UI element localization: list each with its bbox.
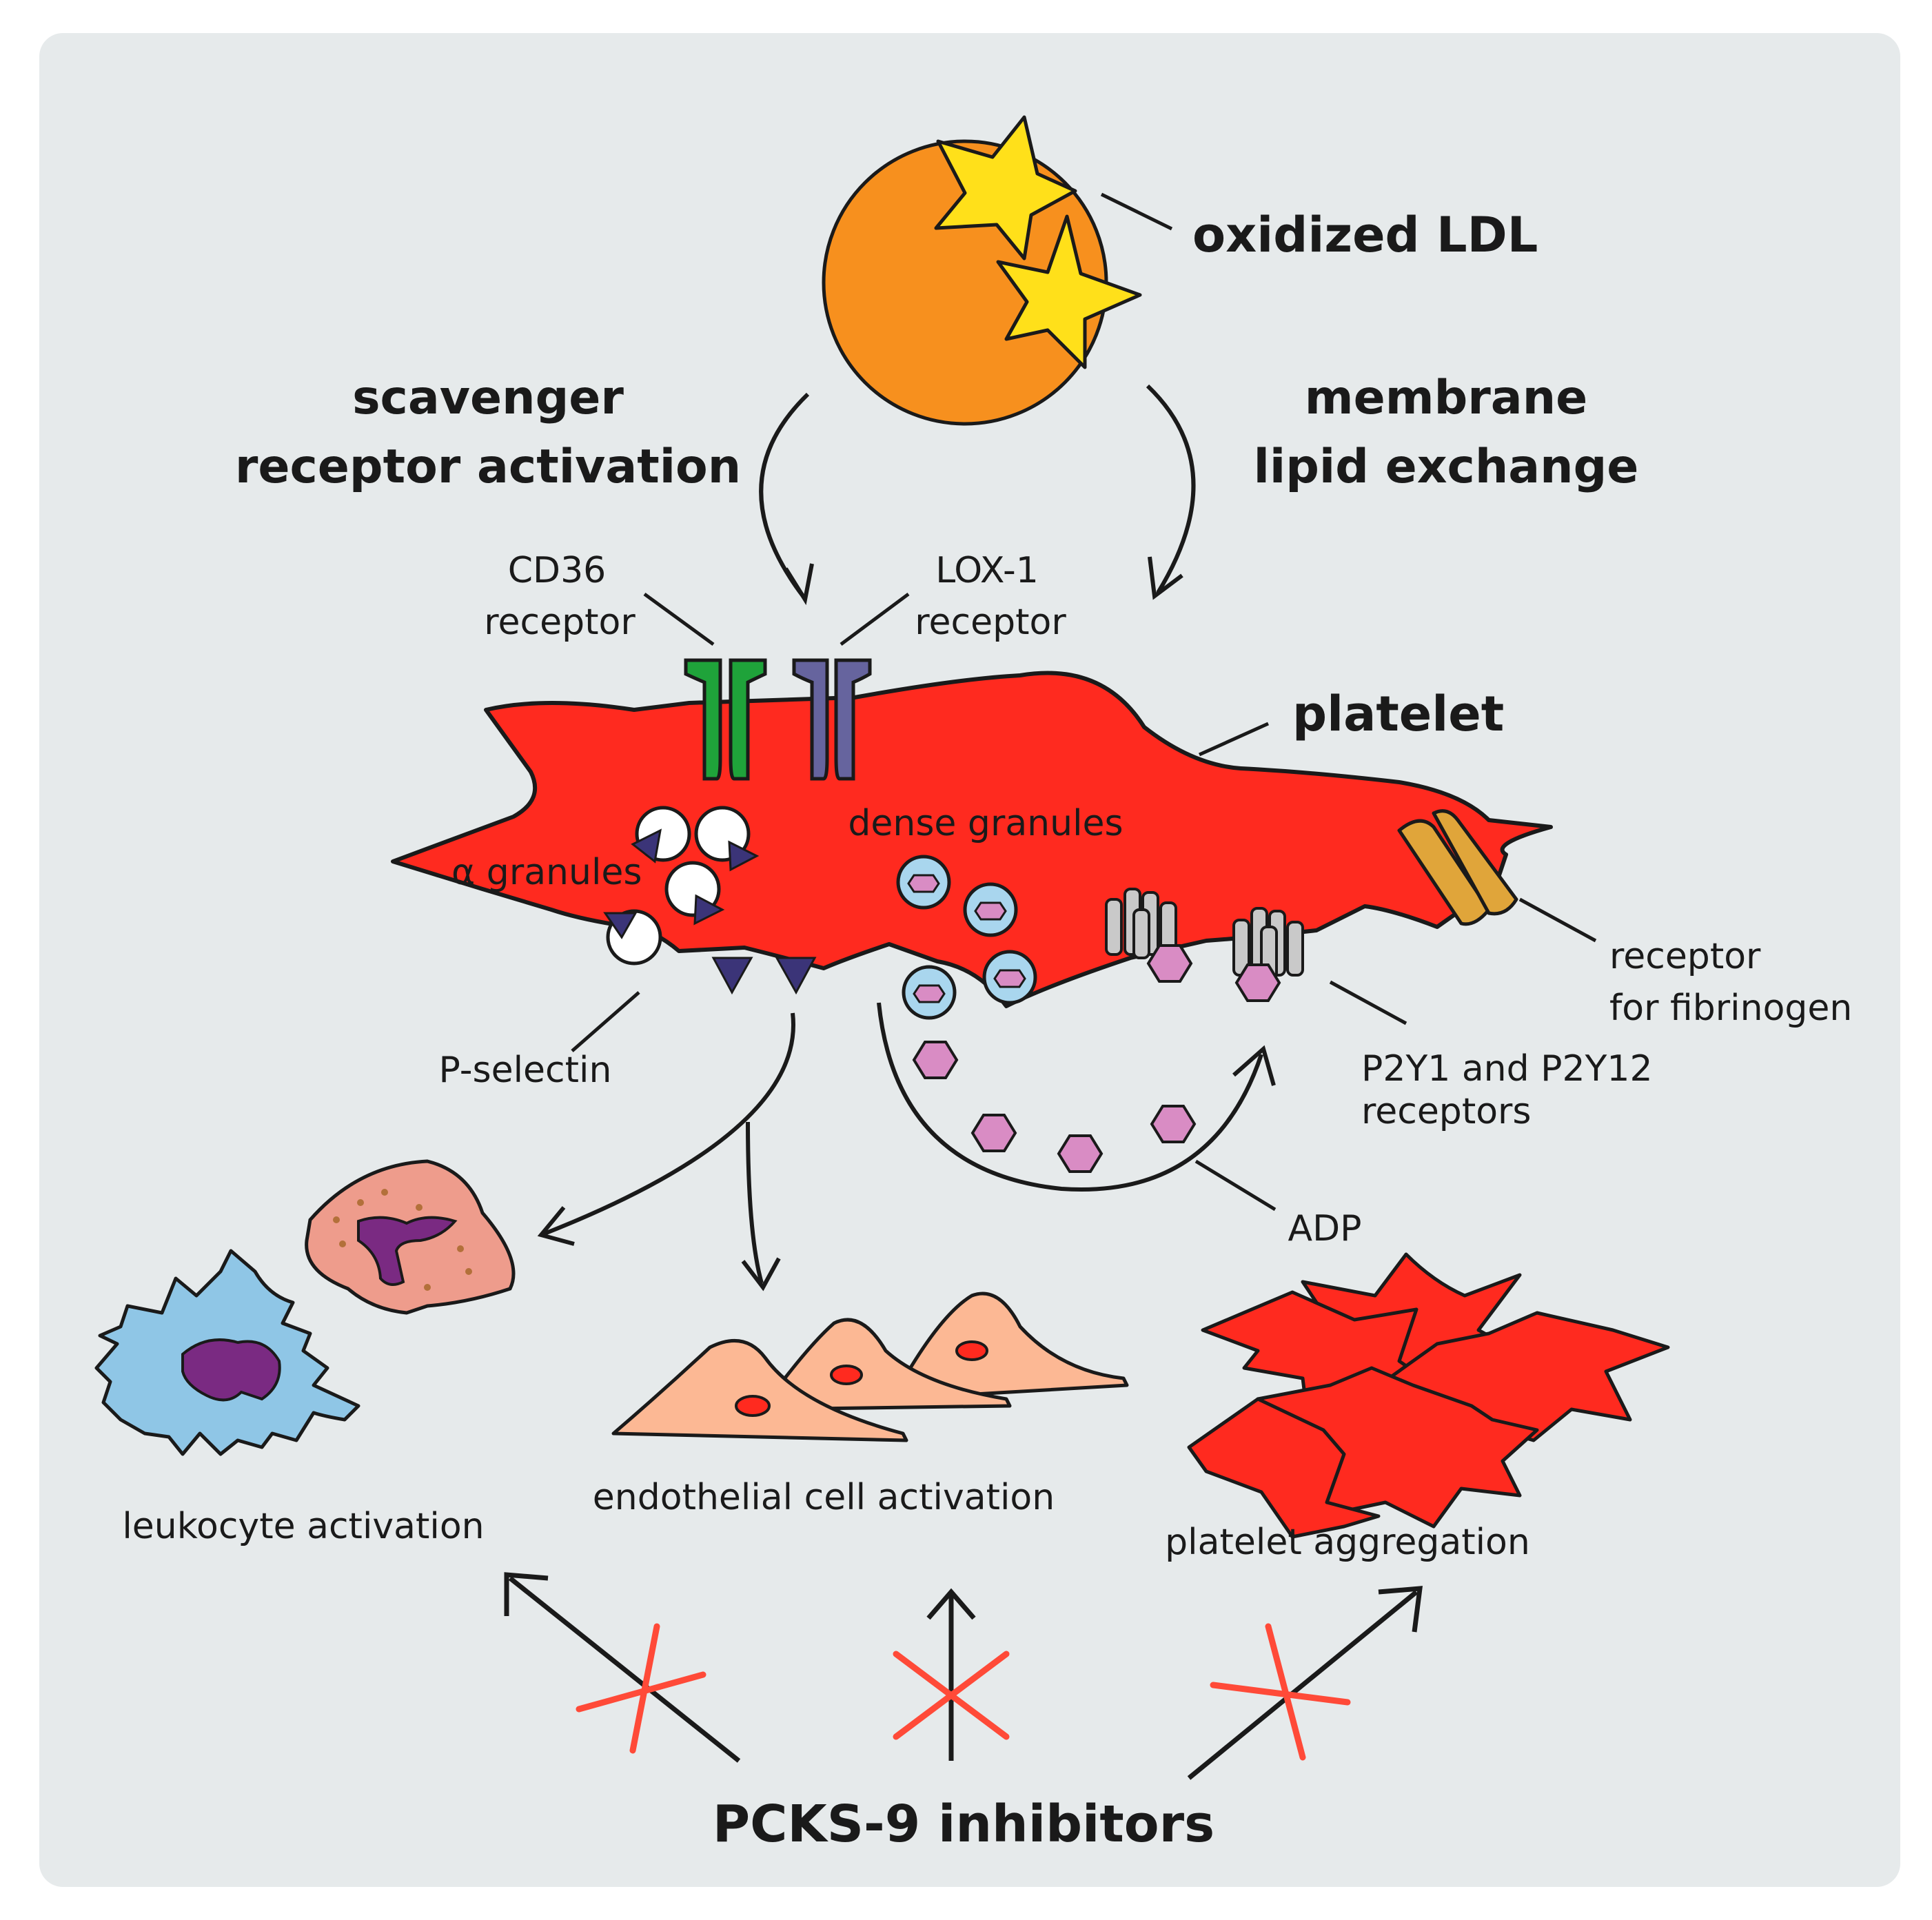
p2y-receptor-icon: [1105, 888, 1177, 959]
scavenger-arrow: [759, 392, 810, 598]
membrane-label-line2: lipid exchange: [1254, 440, 1639, 494]
leukocyte-cell: [94, 1249, 360, 1456]
endothelial-cells: [611, 1291, 1129, 1442]
adp-icon: [1234, 963, 1281, 1002]
platelet-leader-line: [1198, 722, 1270, 757]
inhibitors-label: PCKS-9 inhibitors: [713, 1795, 1214, 1854]
p-selectin-icon: [711, 957, 753, 995]
oxidation-star-icon: [996, 214, 1142, 369]
p-selectin-label: P-selectin: [439, 1050, 612, 1091]
cd36-label-line2: receptor: [484, 602, 635, 643]
oxidation-star-icon: [934, 115, 1077, 261]
ldl-leader-line: [1100, 192, 1173, 231]
fibrinogen-leader-line: [1518, 897, 1597, 943]
leukocyte-activation-label: leukocyte activation: [122, 1506, 484, 1547]
to-endothelium-arrow: [746, 1121, 764, 1284]
p-selectin-leader-line: [571, 991, 640, 1052]
scavenger-label-line2: receptor activation: [235, 440, 741, 494]
cd36-receptor-icon: [684, 658, 767, 781]
adp-leader-line: [1194, 1159, 1277, 1212]
block-x-icon: [576, 1623, 706, 1754]
monocyte-cell: [305, 1159, 516, 1315]
fibrinogen-label-line2: for fibrinogen: [1609, 988, 1852, 1029]
endothelial-activation-label: endothelial cell activation: [593, 1477, 1055, 1518]
platelet-aggregation-label: platelet aggregation: [1165, 1522, 1530, 1563]
to-endothelium-arrowhead-icon: [741, 1257, 781, 1291]
p2y-label-line2: receptors: [1361, 1091, 1532, 1132]
lox1-receptor-icon: [792, 658, 872, 781]
dense-granules: [896, 855, 1037, 1020]
fibrinogen-label-line1: receptor: [1609, 936, 1761, 977]
lox1-label-line1: LOX-1: [935, 550, 1039, 591]
membrane-label-line1: membrane: [1305, 371, 1587, 425]
block-x-icon: [1210, 1623, 1351, 1761]
cd36-label-line1: CD36: [508, 550, 607, 591]
p2y-label-line1: P2Y1 and P2Y12: [1361, 1048, 1653, 1090]
inhibitor-arrowhead-icon: [504, 1572, 549, 1616]
alpha-granules-label: α granules: [451, 852, 642, 893]
platelet-aggregate: [1187, 1252, 1670, 1539]
membrane-arrowhead-icon: [1148, 556, 1183, 600]
platelet-label: platelet: [1292, 686, 1504, 742]
to-leukocyte-arrowhead-icon: [537, 1206, 575, 1246]
scavenger-label-line1: scavenger: [352, 371, 624, 425]
lox1-leader-line: [840, 592, 910, 646]
adp-icon: [1146, 944, 1193, 983]
inhibitor-arrow-aggregation: [1187, 1590, 1419, 1780]
fibrinogen-receptor-icon: [1397, 809, 1518, 926]
oxidized-ldl-label: oxidized LDL: [1192, 207, 1538, 263]
p2y-leader-line: [1329, 980, 1407, 1025]
inhibitor-arrow-leukocyte: [508, 1576, 741, 1763]
released-adp: [912, 1041, 1197, 1173]
adp-loop-arrowhead-icon: [1232, 1045, 1276, 1086]
oxidized-ldl-particle: [822, 115, 1142, 426]
to-leukocyte-arrow: [543, 1012, 795, 1236]
alpha-granules: [603, 806, 760, 966]
inhibitor-arrowhead-icon: [1378, 1586, 1423, 1633]
membrane-arrow: [1146, 384, 1196, 594]
adp-loop-arrow: [877, 1002, 1263, 1192]
scavenger-arrowhead-icon: [784, 563, 814, 606]
inhibitor-arrowhead-icon: [926, 1588, 976, 1620]
p2y-receptor-icon: [1232, 907, 1304, 980]
dense-granules-label: dense granules: [848, 803, 1123, 844]
lox1-label-line2: receptor: [915, 602, 1066, 643]
block-x-icon: [893, 1651, 1010, 1740]
adp-label: ADP: [1288, 1208, 1362, 1249]
cd36-leader-line: [643, 592, 715, 646]
p-selectin-icon: [775, 957, 817, 995]
